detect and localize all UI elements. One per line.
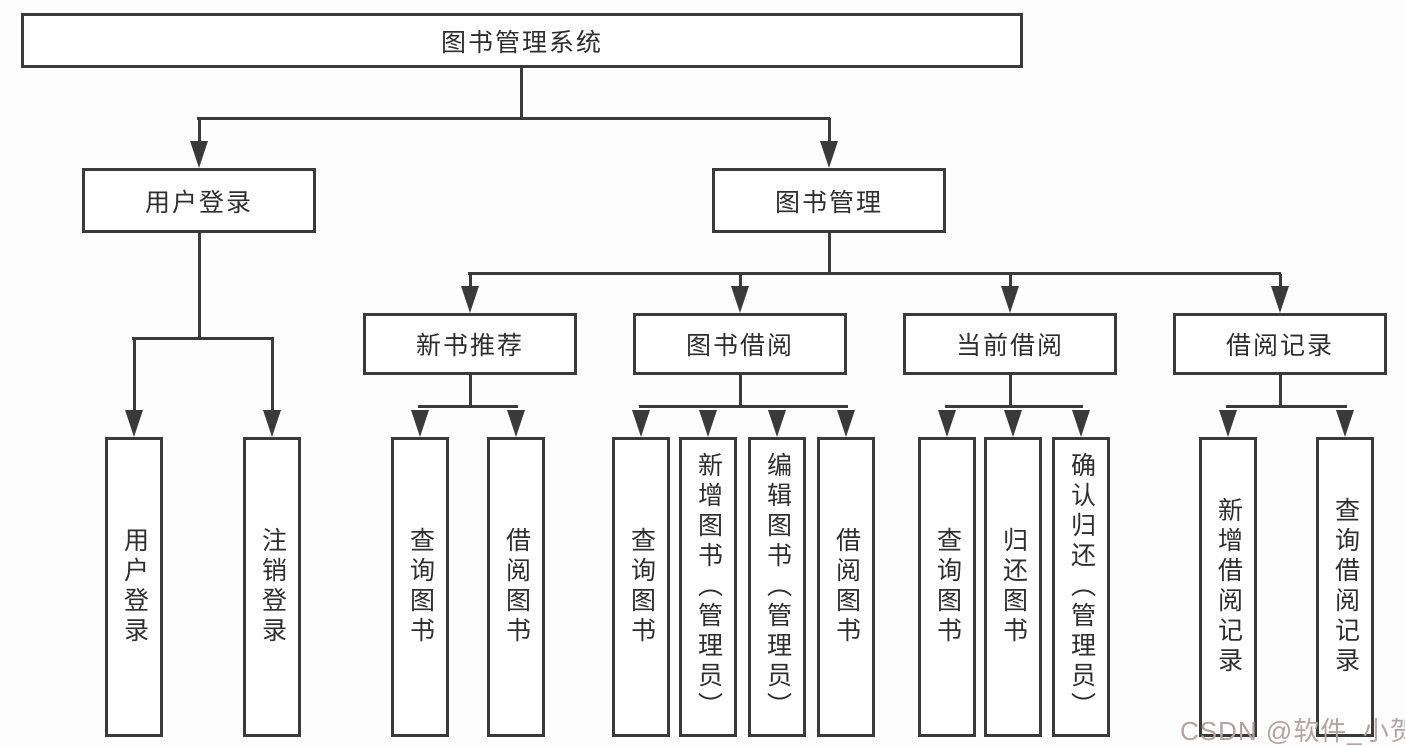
node-current-borrow: 当前借阅 bbox=[903, 313, 1117, 375]
leaf-current-query: 查询图书 bbox=[918, 437, 976, 737]
connector-currentborrow-rail bbox=[945, 405, 1083, 408]
arrow-down-icon bbox=[820, 141, 838, 168]
arrow-down-icon bbox=[263, 410, 281, 437]
node-book-borrow-label: 图书借阅 bbox=[685, 332, 794, 360]
connector-bookborrow-rail bbox=[639, 405, 848, 408]
connector-newbooks-rail bbox=[418, 405, 518, 408]
leaf-record-query: 查询借阅记录 bbox=[1316, 437, 1374, 737]
leaf-bookborrow-edit-admin: 编辑图书（管理员） bbox=[748, 437, 806, 737]
arrow-down-icon bbox=[411, 410, 429, 437]
connector-userlogin-rail bbox=[132, 337, 274, 340]
leaf-user-login-label: 用户登录 bbox=[120, 527, 149, 647]
node-book-management-label: 图书管理 bbox=[774, 188, 883, 217]
leaf-logout: 注销登录 bbox=[243, 437, 301, 737]
arrow-down-icon bbox=[938, 410, 956, 437]
leaf-newbook-borrow-label: 借阅图书 bbox=[502, 527, 531, 647]
connector-line bbox=[271, 339, 274, 411]
leaf-current-return-label: 归还图书 bbox=[999, 527, 1028, 647]
arrow-down-icon bbox=[837, 410, 855, 437]
node-borrow-record: 借阅记录 bbox=[1173, 313, 1387, 375]
connector-bookmgmt-rail bbox=[468, 272, 1281, 275]
node-user-login: 用户登录 bbox=[82, 168, 316, 233]
arrow-down-icon bbox=[1072, 410, 1090, 437]
arrow-down-icon bbox=[190, 141, 208, 168]
leaf-bookborrow-add-admin-label: 新增图书（管理员） bbox=[694, 452, 723, 722]
node-user-login-label: 用户登录 bbox=[144, 188, 253, 217]
arrow-down-icon bbox=[1001, 286, 1019, 313]
leaf-newbook-query-label: 查询图书 bbox=[406, 527, 435, 647]
connector-line bbox=[133, 339, 136, 411]
watermark: CSDN @软件_小贺同学 bbox=[1180, 716, 1405, 746]
arrow-down-icon bbox=[632, 410, 650, 437]
connector-line bbox=[1009, 274, 1012, 288]
node-new-book-recommend: 新书推荐 bbox=[363, 313, 577, 375]
arrow-down-icon bbox=[125, 410, 143, 437]
leaf-current-query-label: 查询图书 bbox=[933, 527, 962, 647]
connector-line bbox=[828, 118, 831, 144]
connector-borrowrecords-stem bbox=[1279, 375, 1282, 408]
leaf-record-add-label: 新增借阅记录 bbox=[1214, 497, 1243, 677]
connector-bookmgmt-stem bbox=[828, 233, 831, 275]
arrow-down-icon bbox=[731, 286, 749, 313]
leaf-record-add: 新增借阅记录 bbox=[1199, 437, 1257, 737]
leaf-bookborrow-borrow-label: 借阅图书 bbox=[832, 527, 861, 647]
leaf-logout-label: 注销登录 bbox=[258, 527, 287, 647]
leaf-current-confirm-admin-label: 确认归还（管理员） bbox=[1067, 452, 1096, 722]
node-current-borrow-label: 当前借阅 bbox=[955, 332, 1064, 360]
connector-currentborrow-stem bbox=[1009, 375, 1012, 408]
arrow-down-icon bbox=[1219, 410, 1237, 437]
node-root-label: 图书管理系统 bbox=[440, 28, 603, 57]
connector-line bbox=[198, 118, 201, 144]
arrow-down-icon bbox=[507, 410, 525, 437]
arrow-down-icon bbox=[1004, 410, 1022, 437]
connector-borrowrecords-rail bbox=[1226, 405, 1347, 408]
node-new-book-recommend-label: 新书推荐 bbox=[415, 332, 524, 360]
connector-line bbox=[469, 274, 472, 288]
leaf-bookborrow-edit-admin-label: 编辑图书（管理员） bbox=[763, 452, 792, 722]
leaf-current-return: 归还图书 bbox=[984, 437, 1042, 737]
leaf-bookborrow-query: 查询图书 bbox=[612, 437, 670, 737]
leaf-current-confirm-admin: 确认归还（管理员） bbox=[1052, 437, 1110, 737]
leaf-bookborrow-borrow: 借阅图书 bbox=[817, 437, 875, 737]
connector-line bbox=[739, 274, 742, 288]
arrow-down-icon bbox=[1271, 286, 1289, 313]
node-borrow-record-label: 借阅记录 bbox=[1225, 332, 1334, 360]
connector-root-stem bbox=[520, 68, 523, 120]
connector-root-rail bbox=[197, 117, 830, 120]
leaf-bookborrow-add-admin: 新增图书（管理员） bbox=[679, 437, 737, 737]
connector-bookborrow-stem bbox=[739, 375, 742, 408]
arrow-down-icon bbox=[461, 286, 479, 313]
leaf-newbook-query: 查询图书 bbox=[391, 437, 449, 737]
connector-newbooks-stem bbox=[469, 375, 472, 408]
leaf-user-login: 用户登录 bbox=[105, 437, 163, 737]
connector-line bbox=[1279, 274, 1282, 288]
leaf-record-query-label: 查询借阅记录 bbox=[1331, 497, 1360, 677]
node-root: 图书管理系统 bbox=[21, 13, 1023, 68]
connector-userlogin-stem bbox=[198, 233, 201, 340]
node-book-borrow: 图书借阅 bbox=[633, 313, 847, 375]
leaf-newbook-borrow: 借阅图书 bbox=[487, 437, 545, 737]
arrow-down-icon bbox=[699, 410, 717, 437]
leaf-bookborrow-query-label: 查询图书 bbox=[627, 527, 656, 647]
node-book-management: 图书管理 bbox=[712, 168, 946, 233]
arrow-down-icon bbox=[768, 410, 786, 437]
arrow-down-icon bbox=[1336, 410, 1354, 437]
